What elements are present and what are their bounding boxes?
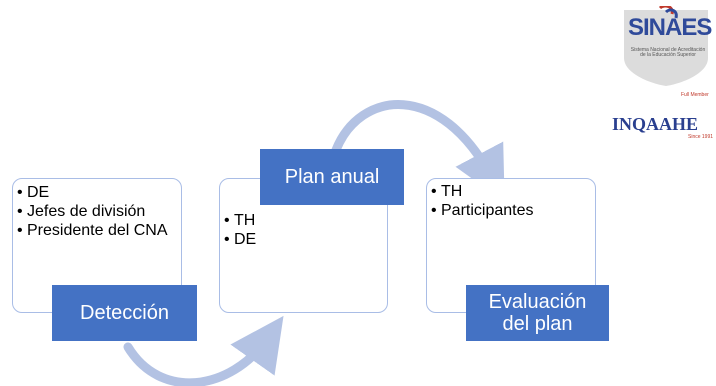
sinaes-name: SINAES	[628, 14, 712, 41]
sinaes-logo: SINAES Sistema Nacional de Acreditación …	[620, 4, 712, 93]
evaluacion-item: TH	[429, 182, 595, 201]
label-evaluacion: Evaluación del plan	[466, 285, 609, 341]
label-plan-anual: Plan anual	[260, 149, 404, 205]
plan-anual-item: TH	[222, 211, 387, 230]
plan-anual-item: DE	[222, 230, 387, 249]
sinaes-shield-icon	[624, 4, 708, 86]
deteccion-item: DE	[15, 183, 181, 202]
evaluacion-list: TH Participantes	[427, 179, 595, 220]
deteccion-item: Jefes de división	[15, 202, 181, 221]
deteccion-item: Presidente del CNA	[15, 221, 181, 240]
sinaes-subtitle: Sistema Nacional de Acreditación de la E…	[630, 47, 706, 58]
arrow-bottom	[123, 315, 284, 386]
inqaahe-since: Since 1991	[688, 134, 714, 140]
evaluacion-item: Participantes	[429, 201, 595, 220]
arrow-top	[331, 100, 505, 202]
deteccion-list: DE Jefes de división Presidente del CNA	[13, 179, 181, 240]
label-deteccion: Detección	[52, 285, 197, 341]
plan-anual-list: TH DE	[220, 179, 387, 249]
full-member-text: Full Member	[681, 92, 709, 98]
inqaahe-logo: INQAAHE	[612, 114, 699, 134]
